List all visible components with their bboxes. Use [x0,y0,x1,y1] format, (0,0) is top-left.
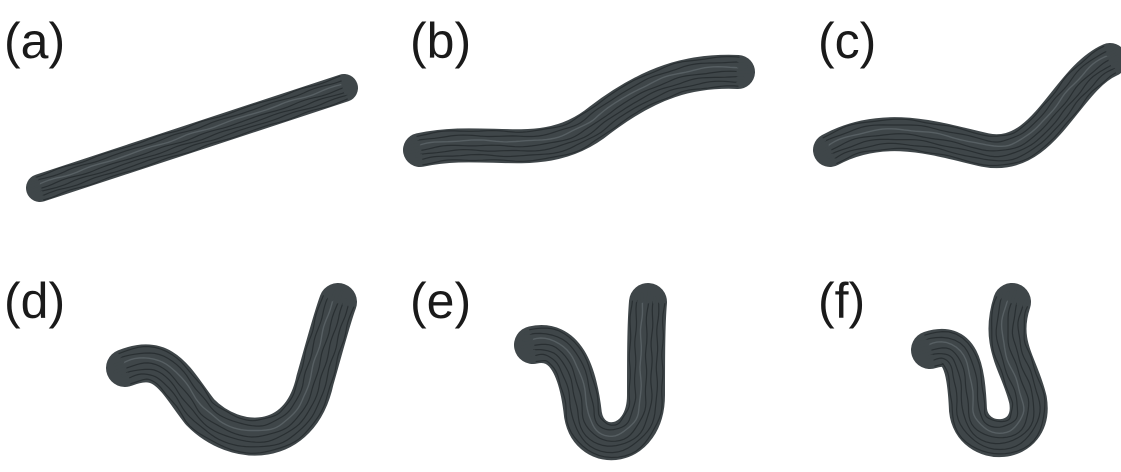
ribbon-frayed-end [828,155,832,157]
ribbon-fiber [36,76,340,177]
ribbon-frayed-end [648,291,649,302]
ribbon-body [420,72,738,150]
panel-label-b: (b) [410,13,471,69]
ribbon-frayed-end [346,91,351,93]
panel-label-a: (a) [4,13,65,69]
panel-label-d: (d) [4,273,65,329]
ribbon-frayed-end [413,139,418,140]
ribbon-fiber [44,99,348,200]
ribbon-fiber [40,88,344,189]
ribbon-frayed-end [344,300,346,305]
ribbon-fiber [41,92,345,191]
ribbon-frayed-end [37,192,42,194]
ribbon-frayed-end [642,294,643,302]
ribbon-d [115,292,354,454]
ribbon-frayed-end [341,78,346,80]
ribbon-frayed-end [1000,293,1002,298]
ribbon-frayed-end [524,339,532,340]
ribbon-frayed-end [1105,48,1110,50]
ribbon-frayed-end [416,156,421,157]
ribbon-frayed-end [927,356,932,357]
ribbon-fiber [39,84,343,184]
ribbon-frayed-end [525,333,530,334]
ribbon-frayed-end [921,338,926,339]
ribbon-b [409,57,749,165]
ribbon-fiber [37,81,341,180]
panel-label-e: (e) [410,273,471,329]
ribbon-frayed-end [522,345,533,347]
ribbon-f [919,292,1045,454]
ribbon-e [522,291,665,458]
ribbon-frayed-end [411,145,419,147]
ribbon-frayed-end [32,179,37,181]
ribbon-frayed-end [528,357,536,358]
ribbon-frayed-end [116,356,121,358]
ribbon-frayed-end [1018,299,1020,304]
ribbon-frayed-end [820,140,824,142]
ribbon-frayed-end [123,374,128,376]
ribbon-frayed-end [1112,63,1117,65]
ribbon-frayed-end [529,351,534,352]
panel-label-c: (c) [818,13,876,69]
ribbon-a [30,76,355,200]
panel-label-f: (f) [818,273,865,329]
ribbon-frayed-end [415,161,423,163]
ribbon-frayed-end [661,295,662,303]
ribbon-frayed-end [326,293,328,298]
ribbon-frayed-end [920,344,928,346]
